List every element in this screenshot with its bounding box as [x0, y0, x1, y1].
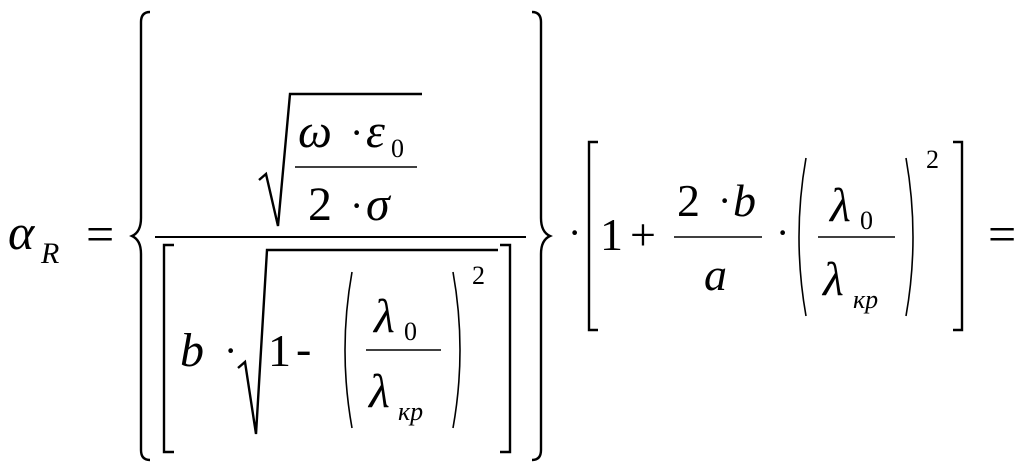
denominator-exponent: 2 [472, 261, 485, 290]
factor-right-paren [905, 157, 914, 317]
denominator-right-bracket [500, 243, 512, 454]
numerator-dot: · [350, 110, 363, 155]
sigma-symbol: σ [366, 178, 392, 231]
multiplication-dot: · [568, 210, 581, 255]
factor-lambda-bottom-subscript: кр [853, 285, 878, 314]
factor-one: 1 [600, 209, 623, 260]
denominator-lambda-top-subscript: 0 [404, 317, 417, 346]
factor-b: b [733, 175, 756, 226]
factor-left-paren [798, 157, 807, 317]
denominator-lambda-top: λ [372, 290, 395, 343]
factor-dot-2: · [776, 210, 789, 255]
factor-left-bracket [587, 140, 598, 332]
omega-symbol: ω [298, 105, 332, 158]
alpha-symbol: α [8, 204, 36, 260]
factor-lambda-bottom: λ [821, 253, 844, 306]
factor-exponent: 2 [926, 145, 939, 174]
first-equals-sign: = [86, 206, 114, 262]
numerator-radical-sign [258, 92, 422, 227]
denominator-right-paren [452, 271, 461, 429]
epsilon-subscript: 0 [391, 134, 404, 163]
denominator-radical-sign [237, 248, 498, 435]
factor-a: a [704, 249, 727, 300]
denominator-one: 1 [268, 325, 291, 376]
alpha-subscript: R [40, 237, 59, 270]
trailing-equals-sign: = [988, 206, 1016, 262]
left-curly-brace [129, 10, 151, 462]
numerator-dot-2: · [350, 183, 363, 228]
denominator-lambda-bottom: λ [367, 365, 390, 418]
factor-lambda-top: λ [828, 179, 851, 232]
denominator-left-paren [344, 271, 353, 429]
factor-right-bracket [953, 140, 964, 332]
plus-sign: + [630, 209, 656, 260]
right-curly-brace [531, 10, 553, 462]
denominator-left-bracket [162, 243, 174, 454]
factor-lambda-top-subscript: 0 [860, 206, 873, 235]
denominator-dot: · [224, 328, 237, 373]
factor-dot: · [718, 178, 731, 223]
denominator-b: b [180, 324, 204, 377]
numerator-two: 2 [308, 178, 332, 231]
denominator-lambda-bottom-subscript: кр [398, 397, 423, 426]
epsilon-symbol: ε [366, 105, 385, 158]
factor-two: 2 [677, 175, 700, 226]
minus-sign: - [296, 323, 311, 374]
